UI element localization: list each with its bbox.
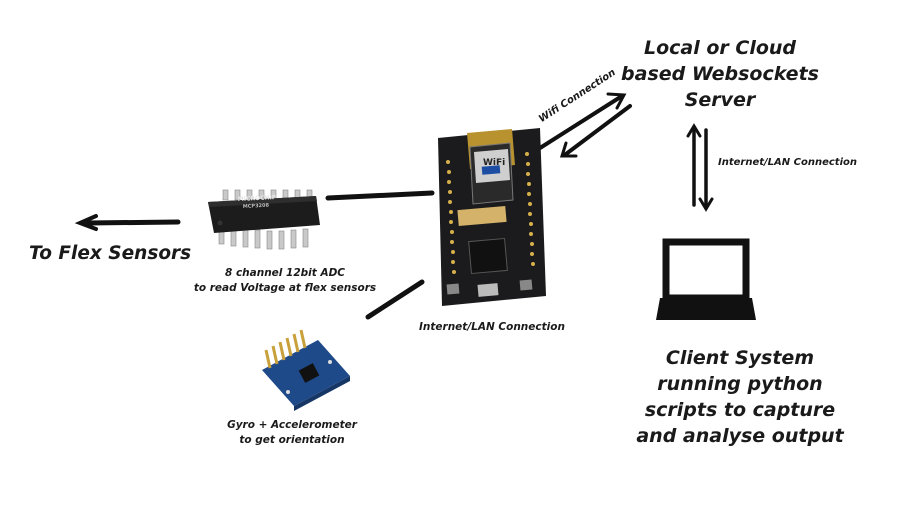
lan-arrow-up-head: [686, 123, 702, 138]
server-title: Local or Cloud based Websockets Server: [610, 35, 830, 113]
wifi-arrow-down: [564, 104, 632, 156]
adc-chip: [208, 189, 320, 250]
internet-lan-label-right: Internet/LAN Connection: [718, 157, 857, 168]
gyro-caption: Gyro + Accelerometer to get orientation: [212, 418, 372, 448]
to-flex-sensors-label: To Flex Sensors: [29, 243, 192, 264]
server-title-line2: based Websockets: [621, 63, 819, 85]
adc-caption-line1: 8 channel 12bit ADC: [224, 267, 346, 279]
lan-arrow-down-head: [698, 197, 714, 212]
gyro-module: [262, 329, 350, 411]
arrow-to-flex-sensors: [85, 219, 181, 226]
nodemcu-board: [438, 128, 546, 306]
line-adc-to-board: [325, 190, 435, 201]
gyro-caption-line2: to get orientation: [239, 434, 345, 446]
client-caption-line2: running python: [657, 373, 823, 395]
wifi-arrow-down-head: [559, 141, 578, 158]
module-text: WiFi: [483, 158, 506, 168]
client-caption: Client System running python scripts to …: [620, 345, 860, 449]
line-gyro-to-board: [365, 279, 425, 320]
internet-lan-label-bottom: Internet/LAN Connection: [419, 321, 565, 333]
client-caption-line3: scripts to capture: [644, 399, 836, 421]
adc-caption: 8 channel 12bit ADC to read Voltage at f…: [180, 266, 390, 296]
wifi-arrow-up-head: [606, 92, 627, 110]
arrow-head-flex: [74, 214, 98, 231]
server-title-line1: Local or Cloud: [643, 37, 797, 59]
wifi-arrow-up: [538, 94, 624, 150]
laptop-icon: [656, 238, 756, 320]
client-caption-line4: and analyse output: [636, 425, 844, 447]
gyro-caption-line1: Gyro + Accelerometer: [227, 419, 357, 431]
client-caption-line1: Client System: [665, 347, 815, 369]
adc-caption-line2: to read Voltage at flex sensors: [193, 282, 377, 294]
server-title-line3: Server: [684, 89, 756, 111]
